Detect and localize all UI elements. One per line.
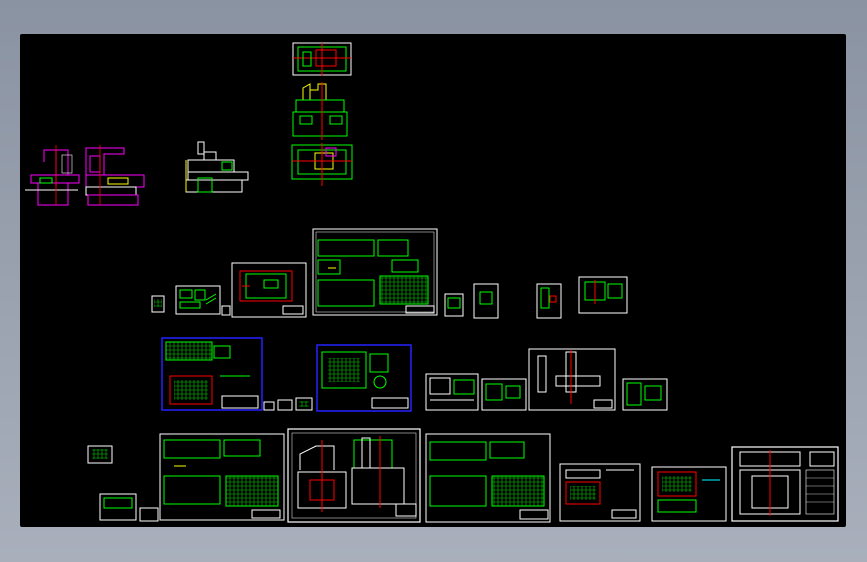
sheet-table-drawing[interactable] xyxy=(559,463,641,522)
sheet-colored-part[interactable] xyxy=(651,466,727,522)
sheet-small-9[interactable] xyxy=(295,397,313,411)
sheet-small-12[interactable] xyxy=(139,507,159,522)
sheet-small-6[interactable] xyxy=(578,276,628,314)
machine-elevation-left[interactable] xyxy=(25,145,80,206)
top-view-drawing[interactable] xyxy=(292,42,352,76)
sheet-small-3[interactable] xyxy=(444,293,464,317)
sheet-main-assembly-1[interactable] xyxy=(312,228,438,316)
sheet-small-7[interactable] xyxy=(263,401,275,411)
sheet-main-assembly-2[interactable] xyxy=(159,433,285,521)
sheet-small-4[interactable] xyxy=(473,283,499,319)
sheet-small-10[interactable] xyxy=(87,445,113,464)
sheet-base-frame[interactable] xyxy=(731,446,839,522)
sheet-blue-border-2[interactable] xyxy=(316,344,412,412)
sheet-main-assembly-3[interactable] xyxy=(425,433,551,523)
sheet-parts-d[interactable] xyxy=(622,378,668,411)
machine-assembly-side[interactable] xyxy=(185,141,249,193)
sheet-column-drawing[interactable] xyxy=(528,348,616,411)
sheet-parts-a[interactable] xyxy=(175,285,221,315)
sheet-small-1[interactable] xyxy=(151,295,165,313)
sheet-parts-c[interactable] xyxy=(481,378,527,411)
drawing-overview[interactable] xyxy=(20,34,846,527)
sheet-plate-drawing[interactable] xyxy=(231,262,307,318)
side-view-drawing[interactable] xyxy=(291,143,353,186)
sheet-small-11[interactable] xyxy=(99,493,137,521)
front-view-drawing[interactable] xyxy=(292,82,348,140)
sheet-blue-border-1[interactable] xyxy=(161,337,263,411)
sheet-parts-b[interactable] xyxy=(425,373,479,411)
sheet-small-8[interactable] xyxy=(277,399,293,411)
cad-model-space[interactable] xyxy=(20,34,846,527)
machine-elevation-right[interactable] xyxy=(85,145,145,206)
sheet-small-2[interactable] xyxy=(221,305,231,316)
sheet-center-assembly[interactable] xyxy=(287,428,421,523)
sheet-small-5[interactable] xyxy=(536,283,562,319)
